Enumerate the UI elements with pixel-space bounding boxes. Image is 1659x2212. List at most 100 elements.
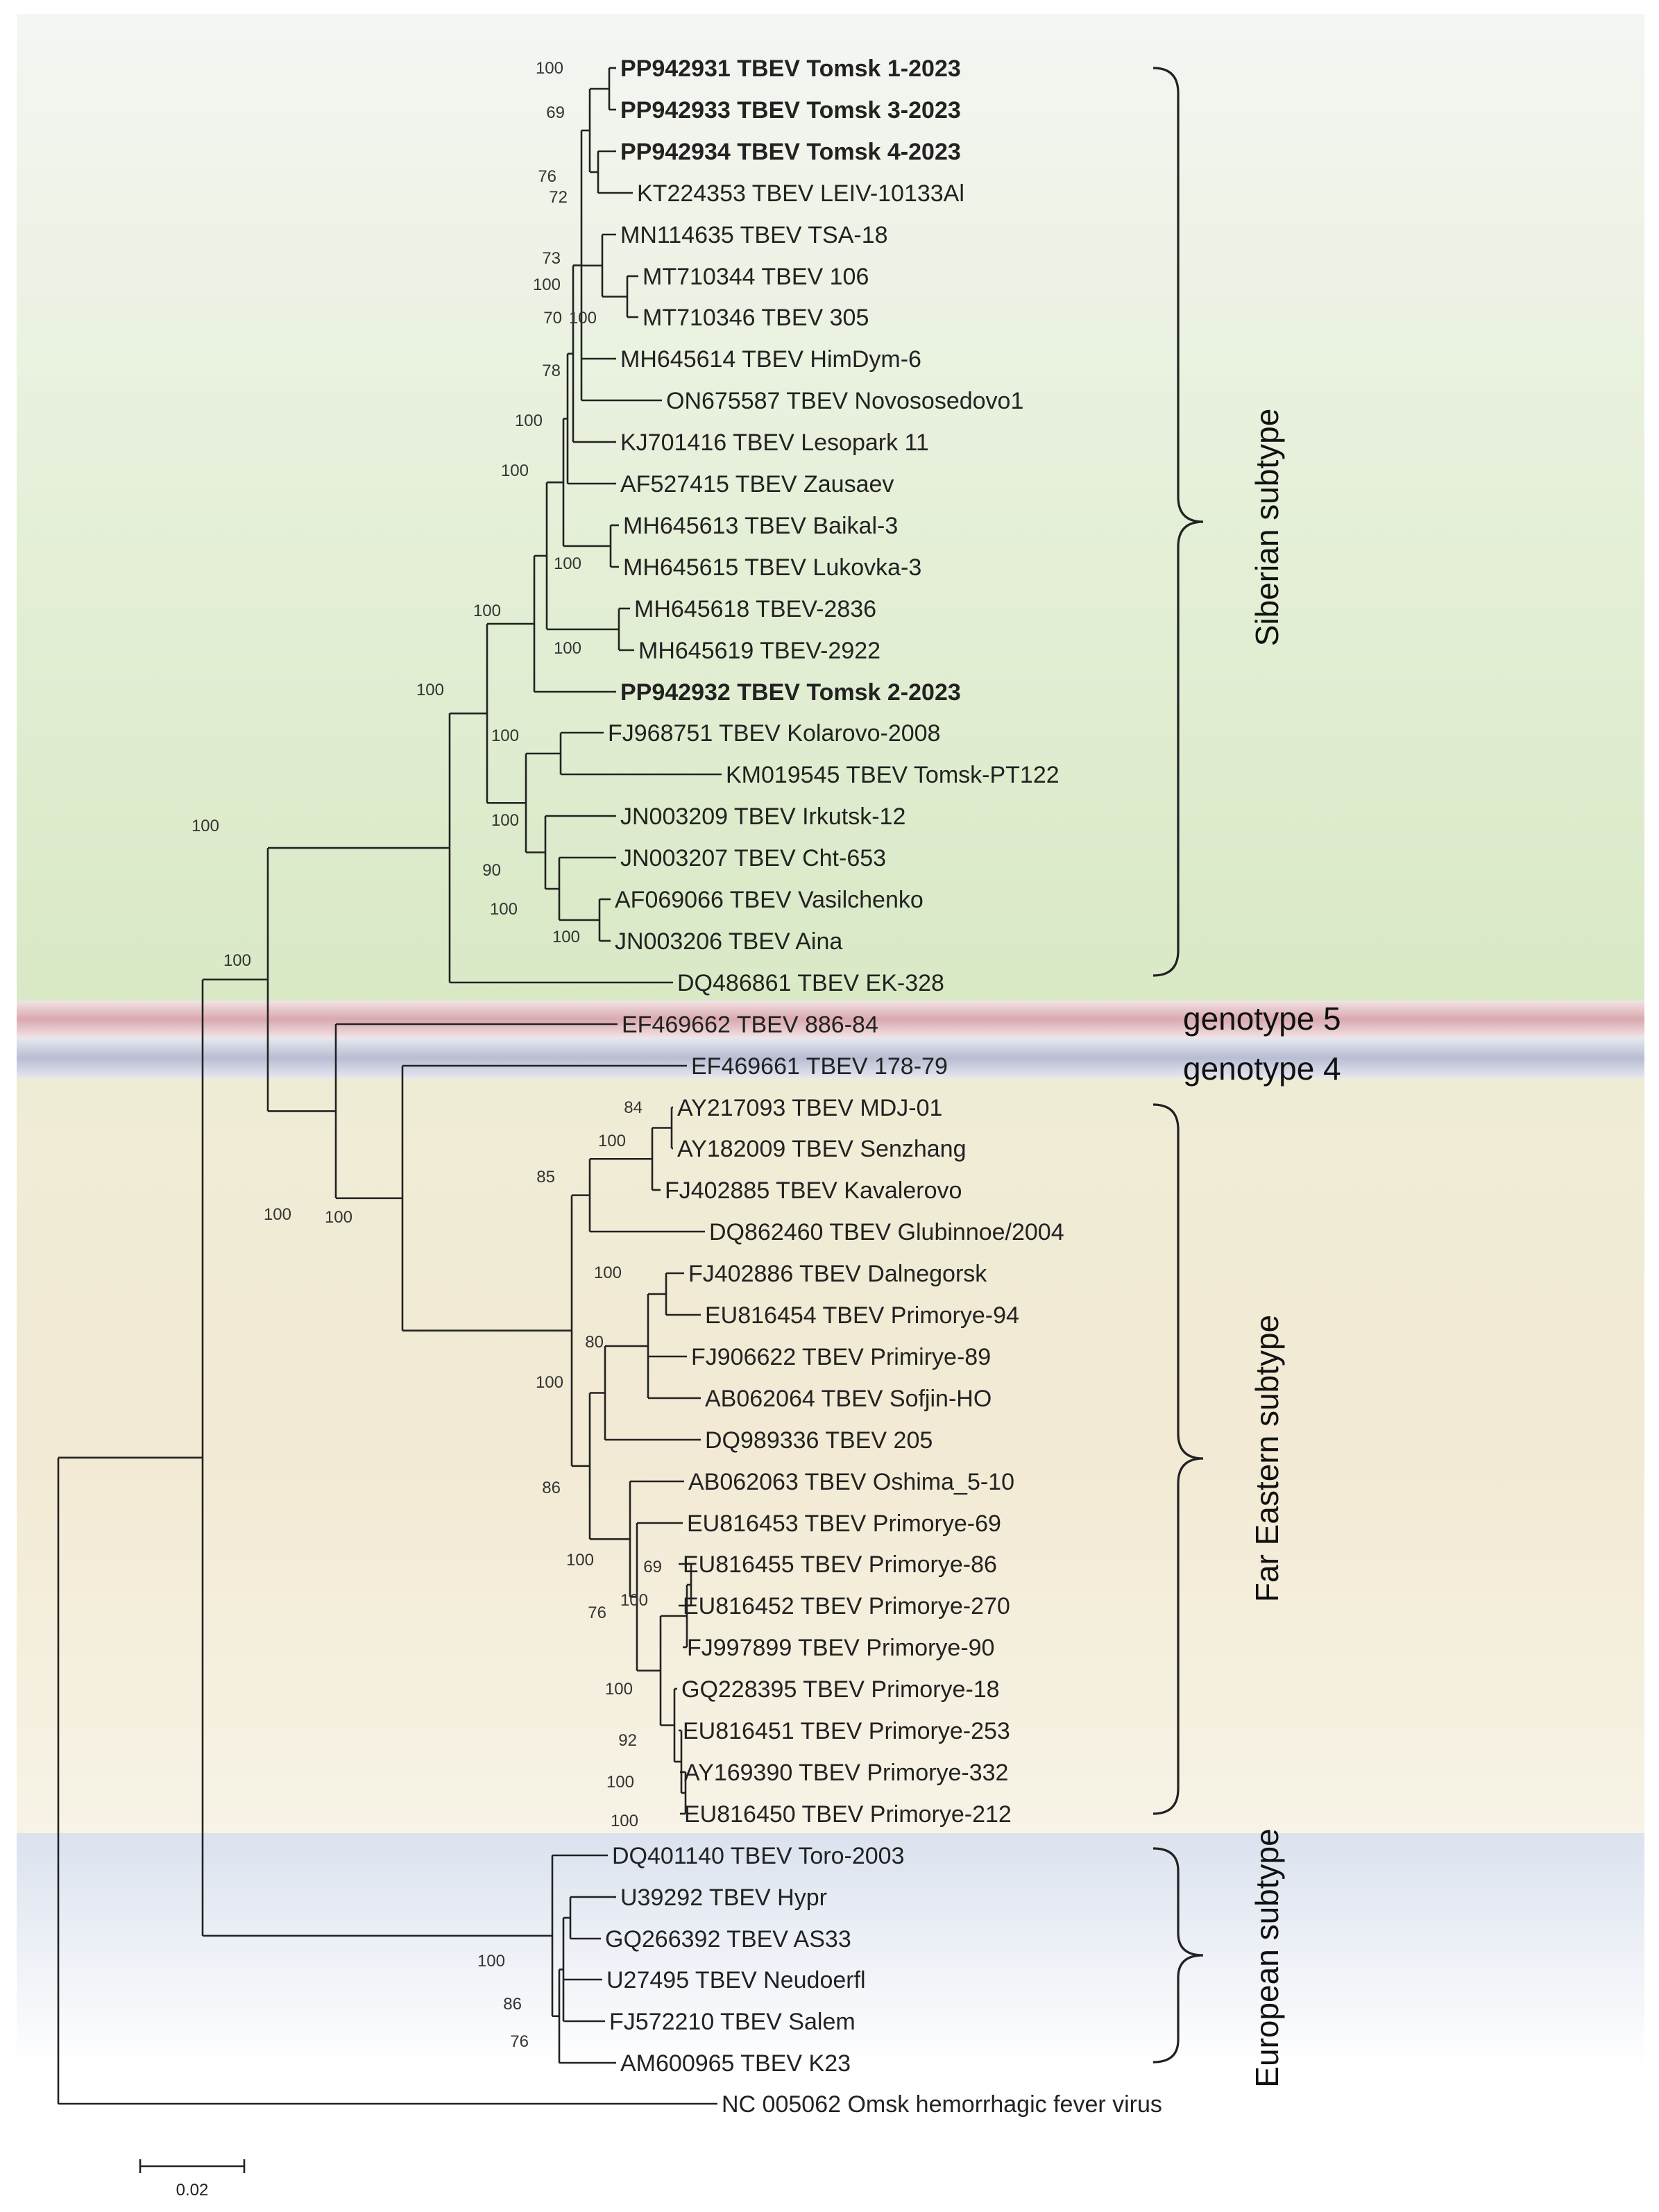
tip-label: JN003209 TBEV Irkutsk-12: [620, 803, 905, 830]
tree-branches: [57, 67, 722, 2105]
european-bracket: [1152, 1847, 1204, 2064]
tip-label: AB062064 TBEV Sofjin-HO: [705, 1386, 992, 1412]
tip-label: NC 005062 Omsk hemorrhagic fever virus: [722, 2091, 1162, 2118]
tip-label: AM600965 TBEV K23: [620, 2050, 851, 2077]
siberian-bracket: [1152, 67, 1204, 977]
bootstrap-support-value: 100: [501, 461, 529, 480]
bootstrap-support-value: 100: [515, 411, 543, 430]
tip-label: AB062063 TBEV Oshima_5-10: [688, 1469, 1014, 1495]
bootstrap-support-value: 92: [618, 1731, 637, 1750]
tip-label: DQ401140 TBEV Toro-2003: [612, 1843, 905, 1869]
tip-label: DQ862460 TBEV Glubinnoe/2004: [709, 1219, 1064, 1245]
tip-label: EU816454 TBEV Primorye-94: [705, 1302, 1019, 1329]
tip-label: FJ968751 TBEV Kolarovo-2008: [608, 720, 940, 747]
bootstrap-support-value: 100: [598, 1132, 626, 1150]
bootstrap-support-value: 80: [585, 1333, 604, 1352]
tip-label: GQ228395 TBEV Primorye-18: [681, 1676, 1000, 1703]
tip-label: MH645613 TBEV Baikal-3: [623, 513, 898, 539]
tip-label: AF527415 TBEV Zausaev: [620, 471, 894, 497]
bootstrap-support-value: 100: [264, 1205, 291, 1224]
tip-label: MH645614 TBEV HimDym-6: [620, 346, 921, 373]
tip-label: MT710346 TBEV 305: [643, 305, 869, 331]
bootstrap-support-value: 100: [491, 726, 519, 745]
tip-label: PP942931 TBEV Tomsk 1-2023: [620, 56, 961, 82]
tip-label: EU816453 TBEV Primorye-69: [687, 1511, 1001, 1537]
european-subtype-label: European subtype: [1249, 1828, 1285, 2087]
tip-label: AF069066 TBEV Vasilchenko: [615, 887, 924, 913]
tip-label: AY182009 TBEV Senzhang: [677, 1136, 967, 1162]
tip-label: JN003207 TBEV Cht-653: [620, 845, 886, 871]
subtype-color-bands: [17, 14, 1644, 2069]
bootstrap-support-value: 100: [223, 951, 251, 970]
bootstrap-support-value: 100: [533, 275, 561, 294]
bootstrap-support-value: 100: [611, 1812, 638, 1830]
tip-label: U27495 TBEV Neudoerfl: [606, 1967, 866, 1993]
bootstrap-support-value: 86: [542, 1479, 561, 1497]
tip-label: PP942933 TBEV Tomsk 3-2023: [620, 97, 961, 124]
bootstrap-support-value: 100: [554, 554, 581, 573]
bootstrap-support-value: 76: [588, 1603, 606, 1622]
bootstrap-support-value: 100: [566, 1551, 594, 1569]
tip-label: EF469661 TBEV 178-79: [691, 1053, 948, 1080]
siberian-band: [17, 14, 1644, 1001]
tip-label: EF469662 TBEV 886-84: [622, 1012, 878, 1038]
tip-label: KM019545 TBEV Tomsk-PT122: [726, 762, 1060, 788]
bootstrap-support-value: 76: [510, 2032, 529, 2051]
bootstrap-support-value: 86: [503, 1995, 522, 2014]
bootstrap-support-value: 73: [542, 249, 561, 268]
bootstrap-support-value: 100: [552, 928, 580, 946]
tip-label: FJ906622 TBEV Primirye-89: [691, 1344, 991, 1370]
bootstrap-support-value: 84: [624, 1098, 643, 1117]
tip-label: EU816455 TBEV Primorye-86: [683, 1551, 997, 1578]
tip-label: FJ402886 TBEV Dalnegorsk: [688, 1261, 987, 1287]
genotype4-band: [17, 1038, 1644, 1078]
genotype5-band: [17, 1001, 1644, 1038]
bootstrap-support-value: 100: [473, 602, 501, 620]
bootstrap-support-value: 100: [416, 681, 444, 699]
genotype4-label: genotype 4: [1183, 1050, 1341, 1087]
tip-label: EU816452 TBEV Primorye-270: [683, 1593, 1010, 1619]
tip-label: MH645619 TBEV-2922: [638, 638, 880, 664]
scale-bar: 0.02: [139, 2159, 246, 2200]
bootstrap-support-value: 100: [192, 817, 219, 835]
bootstrap-support-value: 72: [549, 188, 568, 207]
european-band: [17, 1833, 1644, 2069]
tip-label: PP942934 TBEV Tomsk 4-2023: [620, 139, 961, 165]
bootstrap-support-value: 100: [605, 1680, 633, 1699]
tip-label: KJ701416 TBEV Lesopark 11: [620, 429, 929, 456]
tip-label: U39292 TBEV Hypr: [620, 1885, 827, 1911]
tip-label: PP942932 TBEV Tomsk 2-2023: [620, 679, 961, 706]
tip-label: KT224353 TBEV LEIV-10133Al: [637, 180, 964, 207]
tip-label: MT710344 TBEV 106: [643, 264, 869, 290]
bootstrap-support-value: 100: [620, 1591, 648, 1610]
tip-label: MH645618 TBEV-2836: [634, 596, 876, 622]
bootstrap-support-value: 100: [569, 309, 597, 327]
bootstrap-support-value: 100: [594, 1264, 622, 1282]
tip-label: MH645615 TBEV Lukovka-3: [623, 554, 921, 581]
bootstrap-support-value: 76: [538, 167, 556, 186]
siberian-subtype-label: Siberian subtype: [1249, 409, 1285, 647]
tip-label: FJ402885 TBEV Kavalerovo: [665, 1177, 962, 1204]
bootstrap-support-value: 85: [536, 1168, 555, 1186]
bootstrap-support-value: 100: [536, 1373, 563, 1392]
bootstrap-support-value: 100: [477, 1952, 505, 1971]
tip-label: DQ486861 TBEV EK-328: [677, 970, 944, 996]
bootstrap-support-value: 100: [554, 639, 581, 658]
bootstrap-support-value: 90: [482, 861, 501, 880]
subtype-brackets: [1152, 67, 1204, 2064]
far-eastern-band: [17, 1078, 1644, 1833]
tip-label: DQ989336 TBEV 205: [705, 1427, 933, 1454]
tip-label: AY217093 TBEV MDJ-01: [677, 1095, 942, 1121]
tip-label: FJ997899 TBEV Primorye-90: [687, 1635, 994, 1661]
bootstrap-support-value: 69: [643, 1558, 662, 1576]
bootstrap-support-value: 100: [606, 1773, 634, 1792]
tip-label: JN003206 TBEV Aina: [615, 928, 842, 955]
far-eastern-bracket: [1152, 1103, 1204, 1815]
subtype-labels: Siberian subtype Far Eastern subtype Eur…: [1183, 409, 1341, 2088]
tip-label: EU816451 TBEV Primorye-253: [683, 1718, 1010, 1744]
tip-label: FJ572210 TBEV Salem: [609, 2009, 856, 2035]
bootstrap-support-value: 100: [325, 1208, 352, 1227]
